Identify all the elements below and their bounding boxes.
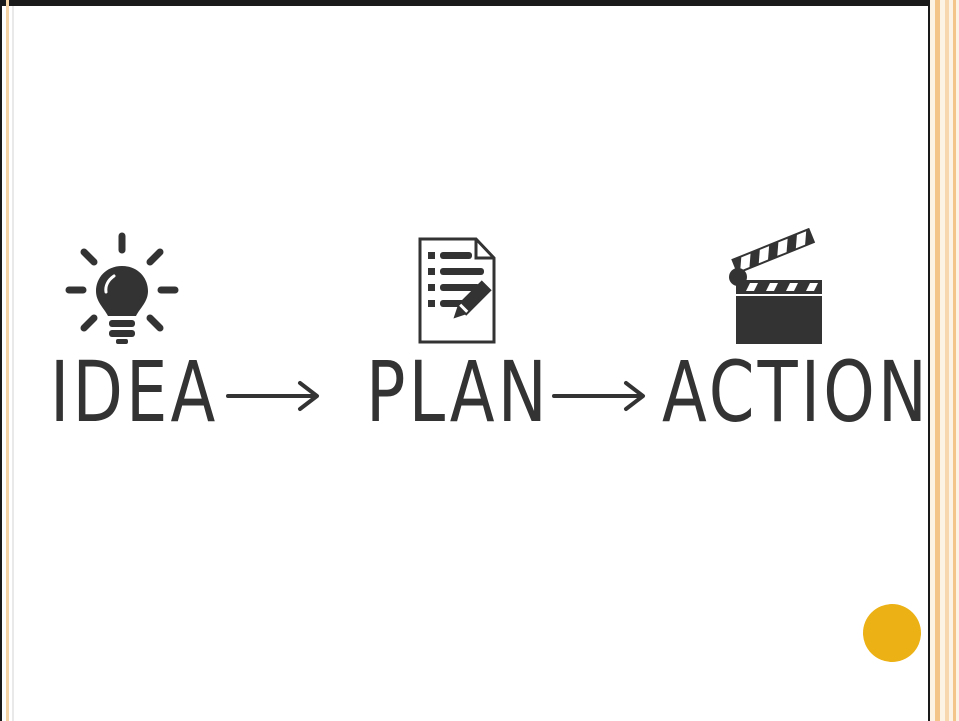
clapperboard-icon <box>729 228 822 344</box>
step-label-action: ACTION <box>662 343 931 441</box>
arrow-right-icon <box>226 381 319 411</box>
checklist-icon <box>418 237 496 344</box>
frame-right-stripe <box>945 0 949 721</box>
accent-circle <box>863 604 921 662</box>
lightbulb-icon <box>65 232 179 344</box>
step-label-plan: PLAN <box>366 343 550 441</box>
frame-right-stripe <box>953 0 956 721</box>
frame-left-inner-line <box>12 6 14 721</box>
frame-top-border <box>0 0 930 6</box>
frame-left-border <box>0 0 2 721</box>
frame-right-border <box>928 0 930 721</box>
frame-left-stripe <box>6 0 9 721</box>
arrow-right-icon <box>552 381 645 411</box>
frame-right-stripe <box>935 0 940 721</box>
step-label-idea: IDEA <box>50 343 219 441</box>
